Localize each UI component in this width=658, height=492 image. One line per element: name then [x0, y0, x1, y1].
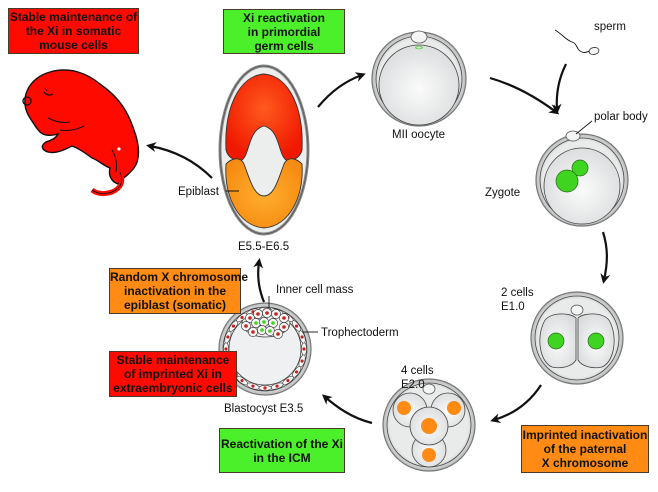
icm-nucleus [260, 328, 264, 332]
nucleus [422, 448, 436, 462]
arrow-sperm-to-zygote [551, 63, 567, 114]
icm-nucleus [282, 325, 286, 329]
box-somatic-maintenance: Stable maintenance of the Xi in somatic … [8, 8, 139, 54]
four-cell-embryo [382, 378, 476, 472]
box-line: Stable maintenance [116, 353, 230, 367]
box-line: germ cells [254, 38, 314, 53]
pronucleus [555, 169, 579, 193]
polar-body-pointer [575, 120, 593, 135]
label-sperm: sperm [594, 21, 626, 33]
box-line: extraembryonic cells [113, 381, 233, 395]
arrow-egg-cylinder-to-mouse [146, 142, 213, 179]
box-line: mouse cells [39, 38, 108, 52]
trophectoderm-nucleus [275, 384, 279, 388]
box-icm-reactivation: Reactivation of the Xi in the ICM [219, 428, 345, 473]
label-zygote: Zygote [485, 187, 521, 199]
icm-nucleus [276, 332, 280, 336]
box-line: Imprinted inactivation [522, 428, 648, 442]
label-trophectoderm: Trophectoderm [321, 327, 399, 339]
box-line: in primordial [247, 24, 321, 39]
box-line: Reactivation of the Xi [220, 436, 344, 451]
epiblast-region [225, 158, 303, 229]
box-line: Stable maintenance of [9, 10, 138, 24]
box-line: Random X chromosome [110, 270, 249, 284]
label-four-cells: 4 cells [401, 365, 434, 377]
box-line: Xi reactivation [242, 10, 326, 25]
icm-nucleus [268, 329, 272, 333]
trophectoderm-nucleus [294, 370, 299, 374]
arrow-oocyte-to-zygote [489, 76, 560, 115]
box-imprinted-maintenance: Stable maintenance of imprinted Xi in ex… [109, 351, 237, 397]
label-two-cells-stage: E1.0 [501, 301, 525, 313]
label-four-cells-stage: E2.0 [401, 379, 425, 391]
icm-nucleus [274, 312, 278, 316]
box-line: of the paternal [543, 442, 627, 456]
icm-nucleus [265, 311, 269, 315]
mouse-illustration [22, 69, 140, 197]
label-epiblast: Epiblast [178, 186, 219, 198]
nucleus [587, 332, 605, 350]
icm-nucleus [248, 316, 252, 320]
box-random-xci: Random X chromosome inactivation in the … [109, 268, 249, 314]
trophectoderm-nucleus [251, 384, 255, 388]
nucleus [547, 332, 565, 350]
trophectoderm-nucleus [226, 335, 230, 339]
nucleus [447, 401, 461, 415]
arrow-4cells-to-blastocyst [321, 394, 373, 425]
arrow-blastocyst-to-egg-cylinder [253, 258, 266, 303]
trophectoderm-nucleus [240, 378, 244, 383]
icm-nucleus [282, 316, 286, 320]
mii-oocyte: <> [371, 30, 467, 127]
box-pgc-reactivation: Xi reactivation in primordial germ cells [223, 9, 345, 54]
label-egg-cylinder-stage: E5.5-E6.5 [238, 241, 290, 253]
trophectoderm-nucleus [231, 324, 236, 328]
nucleus [397, 401, 411, 415]
box-line: the Xi in somatic [25, 24, 122, 38]
label-mii-oocyte: MII oocyte [392, 129, 446, 141]
trophectoderm-nucleus [294, 324, 299, 328]
chromosome-marker: <> [415, 45, 423, 52]
arrow-2cells-to-4cells [490, 384, 542, 424]
label-inner-cell-mass: Inner cell mass [276, 284, 354, 296]
trophectoderm-nucleus [224, 347, 228, 351]
icm-nucleus [256, 312, 260, 316]
box-line: inactivation in the [123, 284, 226, 298]
trophectoderm-nucleus [302, 347, 306, 351]
nucleus [421, 418, 437, 434]
two-cell-embryo [530, 291, 624, 385]
box-line: in the ICM [253, 450, 311, 465]
pronucleus [571, 159, 589, 177]
trophectoderm-nucleus [300, 335, 304, 339]
arrow-zygote-to-2cells [600, 231, 611, 284]
box-imprinted-inactivation: Imprinted inactivation of the paternal X… [521, 425, 649, 473]
icm-nucleus [244, 324, 248, 328]
trophectoderm-nucleus [263, 386, 267, 390]
arrow-egg-cylinder-to-oocyte [317, 72, 366, 108]
label-polar-body: polar body [594, 111, 648, 123]
icm-nucleus [254, 321, 258, 325]
icm-nucleus [262, 320, 266, 324]
trophectoderm-nucleus [240, 315, 244, 320]
label-two-cells: 2 cells [501, 287, 534, 299]
trophectoderm-nucleus [286, 378, 290, 383]
box-line: of imprinted Xi in [124, 367, 222, 381]
box-line: X chromosome [541, 456, 629, 470]
icm-nucleus [251, 330, 255, 334]
icm-nucleus [271, 321, 275, 325]
label-blastocyst: Blastocyst E3.5 [224, 403, 304, 415]
sperm [554, 29, 600, 55]
zygote [535, 120, 629, 227]
box-line: epiblast (somatic) [123, 298, 227, 312]
blastocyst [218, 296, 318, 396]
trophectoderm-nucleus [300, 359, 304, 363]
egg-cylinder-embryo [218, 64, 310, 236]
